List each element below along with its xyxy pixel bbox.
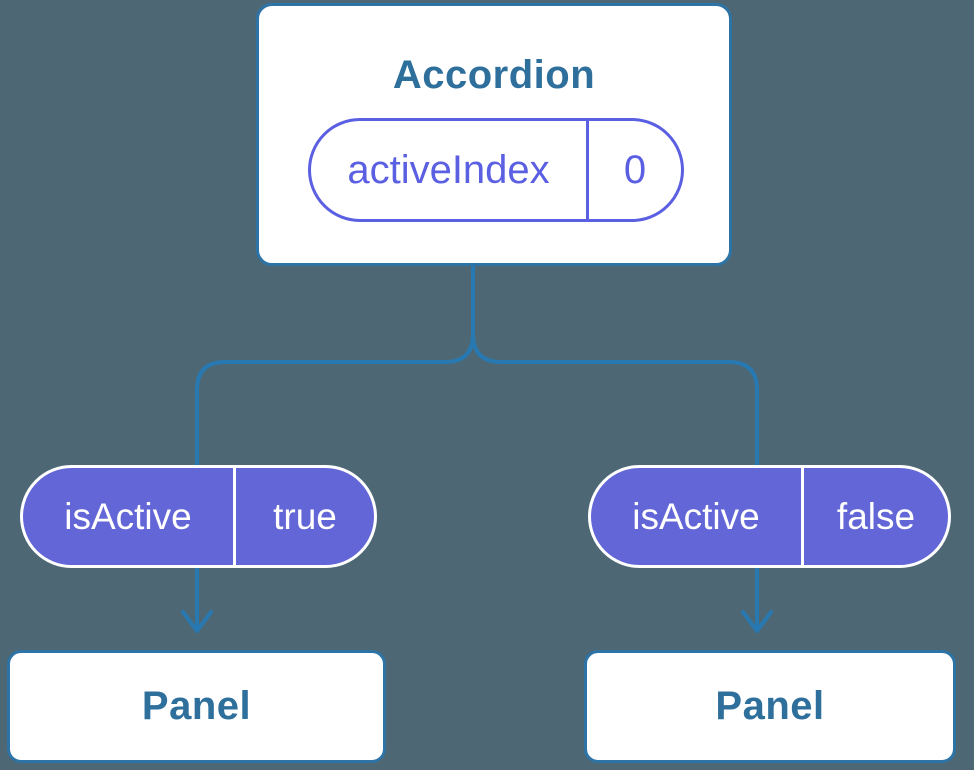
connector-left-branch [195, 264, 475, 633]
state-pill: activeIndex 0 [308, 118, 684, 222]
state-value: 0 [623, 147, 647, 192]
arrow-down-icon [741, 610, 773, 633]
state-divider [586, 121, 589, 219]
prop-pill-isactive-true: isActive true [20, 465, 377, 568]
prop-divider [801, 468, 804, 565]
accordion-component-card: Accordion activeIndex 0 [256, 3, 732, 266]
prop-value: false [836, 495, 916, 537]
prop-name: isActive [64, 495, 192, 537]
prop-pill-isactive-false: isActive false [588, 465, 951, 568]
panel-component-card-left: Panel [7, 650, 386, 763]
state-name: activeIndex [347, 147, 550, 192]
panel-title: Panel [141, 684, 252, 728]
prop-name: isActive [632, 495, 760, 537]
panel-component-card-right: Panel [584, 650, 956, 763]
prop-value: true [273, 495, 337, 537]
component-title: Accordion [392, 53, 596, 97]
arrow-down-icon [181, 610, 213, 633]
prop-divider [233, 468, 236, 565]
connector-right-branch [471, 264, 759, 633]
panel-title: Panel [715, 684, 825, 728]
